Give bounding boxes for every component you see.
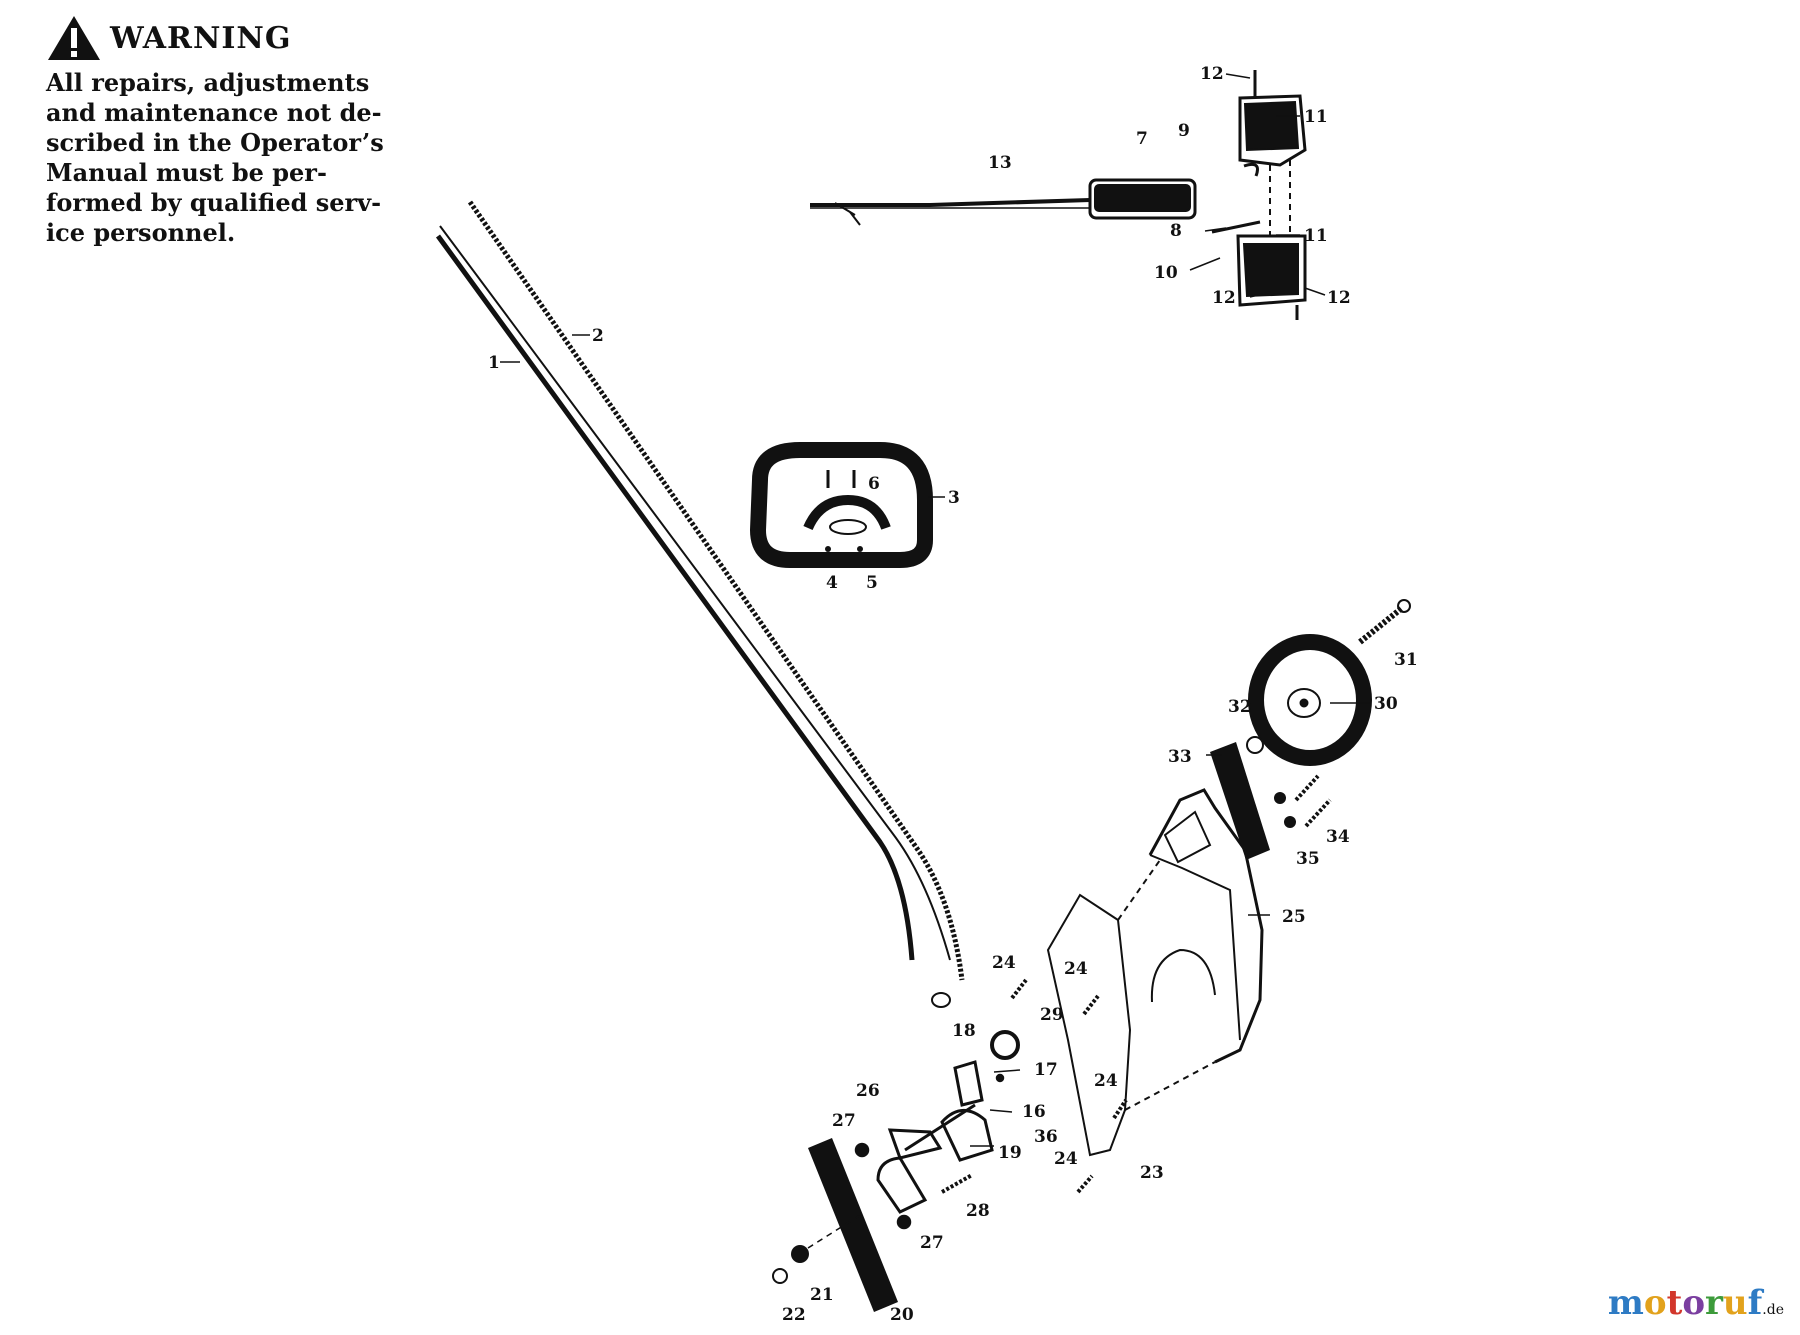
watermark-letter: u <box>1722 1283 1748 1323</box>
watermark-letter: f <box>1747 1283 1763 1323</box>
callout-16: 16 <box>1022 1102 1046 1122</box>
blade-cover-plate <box>1046 859 1216 1157</box>
callout-18: 18 <box>952 1021 976 1041</box>
callout-22: 22 <box>782 1305 806 1325</box>
blade-nut-washer <box>772 1213 863 1284</box>
callout-24-d: 24 <box>1054 1149 1078 1169</box>
warning-text: All repairs, adjustments and maintenance… <box>46 68 416 248</box>
callout-13: 13 <box>988 153 1012 173</box>
callout-30: 30 <box>1374 694 1398 714</box>
switch-housing-assembly <box>810 70 1307 320</box>
wheel-spacer <box>1210 742 1270 860</box>
washers <box>1274 792 1296 828</box>
callout-26: 26 <box>856 1081 880 1101</box>
callout-27-top: 27 <box>832 1111 856 1131</box>
callout-6: 6 <box>868 474 880 494</box>
watermark-logo: motoruf.de <box>1608 1283 1784 1323</box>
callout-19: 19 <box>998 1143 1022 1163</box>
callout-11-bottom: 11 <box>1304 226 1328 246</box>
callout-29: 29 <box>1040 1005 1064 1025</box>
callout-8: 8 <box>1170 221 1182 241</box>
wheel-assembly <box>1246 599 1411 766</box>
callout-1: 1 <box>488 353 500 373</box>
callout-9: 9 <box>1178 121 1190 141</box>
watermark-tld: .de <box>1762 1302 1784 1318</box>
callout-21: 21 <box>810 1285 834 1305</box>
callout-10: 10 <box>1154 263 1178 283</box>
gear-housing-assembly <box>854 1030 1020 1230</box>
warning-line: formed by qualified serv- <box>46 188 382 217</box>
callout-2: 2 <box>592 326 604 346</box>
warning-title: WARNING <box>110 20 292 56</box>
callout-36: 36 <box>1034 1127 1058 1147</box>
callout-27-bottom: 27 <box>920 1233 944 1253</box>
watermark-letter: o <box>1682 1283 1705 1323</box>
watermark-letter: o <box>1643 1283 1667 1323</box>
callout-32: 32 <box>1228 697 1252 717</box>
callout-5: 5 <box>866 573 878 593</box>
shaft-tube <box>435 225 951 1008</box>
drive-cable <box>467 200 965 981</box>
callout-24-b: 24 <box>1064 959 1088 979</box>
callout-34: 34 <box>1326 827 1350 847</box>
leader-lines <box>500 73 1370 1147</box>
callout-17: 17 <box>1034 1060 1058 1080</box>
warning-block: WARNING All repairs, adjustments and mai… <box>46 14 416 248</box>
watermark-letter: m <box>1607 1283 1644 1323</box>
warning-line: All repairs, adjustments <box>46 68 370 97</box>
callout-23: 23 <box>1140 1163 1164 1183</box>
callout-labels: 1 2 3 4 5 6 7 8 9 10 11 11 12 12 12 13 1… <box>488 64 1418 1325</box>
callout-3: 3 <box>948 488 960 508</box>
watermark-letter: r <box>1705 1283 1723 1323</box>
callout-20: 20 <box>890 1305 914 1325</box>
callout-12-right: 12 <box>1327 288 1351 308</box>
auxiliary-handle <box>749 442 933 568</box>
callout-35: 35 <box>1296 849 1320 869</box>
callout-24-c: 24 <box>1094 1071 1118 1091</box>
callout-11-top: 11 <box>1304 107 1328 127</box>
callout-25: 25 <box>1282 907 1306 927</box>
warning-line: scribed in the Operator’s <box>46 128 384 157</box>
callout-7: 7 <box>1136 129 1148 149</box>
blade-guard <box>1148 788 1264 1064</box>
callout-12-left: 12 <box>1212 288 1236 308</box>
warning-line: Manual must be per- <box>46 158 327 187</box>
callout-4: 4 <box>826 573 838 593</box>
callout-24-a: 24 <box>992 953 1016 973</box>
edger-blade <box>808 1138 898 1312</box>
callout-33: 33 <box>1168 747 1192 767</box>
callout-28: 28 <box>966 1201 990 1221</box>
warning-line: and maintenance not de- <box>46 98 382 127</box>
callout-31: 31 <box>1394 650 1418 670</box>
screws <box>1010 774 1332 1194</box>
callout-12-top: 12 <box>1200 64 1224 84</box>
warning-triangle-icon <box>48 16 100 60</box>
warning-line: ice personnel. <box>46 218 236 247</box>
warning-header: WARNING <box>46 14 416 62</box>
watermark-letter: t <box>1666 1283 1683 1323</box>
